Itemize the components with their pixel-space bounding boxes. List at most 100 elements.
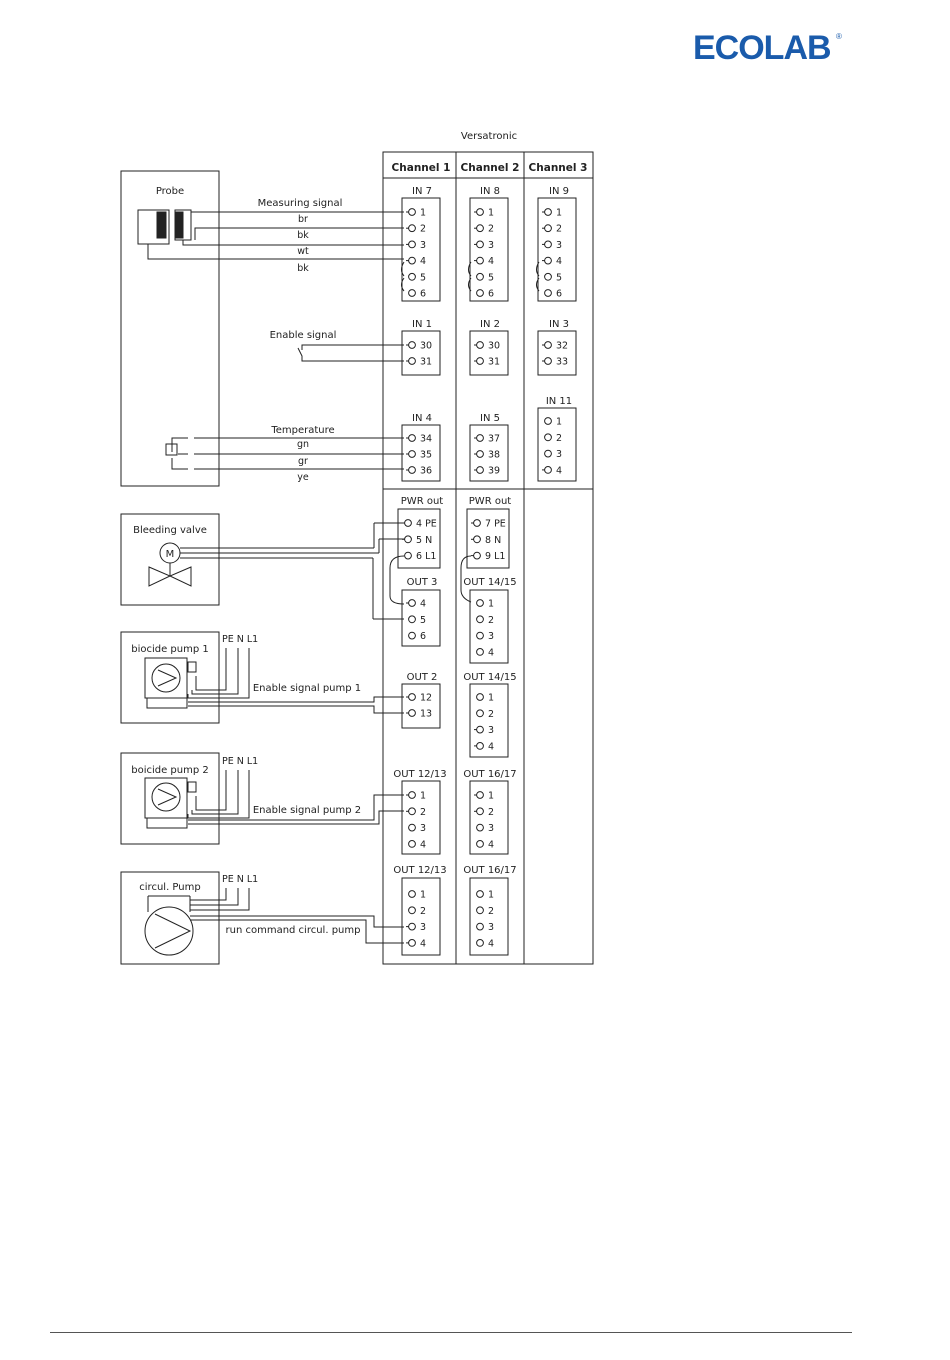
measuring-signal-label: Measuring signal	[258, 198, 343, 209]
logo-registered-mark: ®	[836, 32, 842, 41]
terminal-block-frame	[469, 589, 509, 664]
terminal-number: 1	[556, 208, 562, 219]
terminal-number: 38	[488, 450, 500, 461]
terminal-screw-icon	[476, 272, 484, 281]
terminal-number: 5	[556, 272, 562, 283]
terminal-number: 13	[420, 709, 432, 720]
channel-1-header: Channel 1	[392, 162, 451, 174]
probe-label: Probe	[156, 186, 184, 197]
terminal-screw-icon	[476, 208, 484, 216]
wire-label-gn: gn	[297, 439, 309, 450]
terminal-block-frame	[401, 877, 441, 956]
terminal-block-frame	[469, 683, 509, 758]
terminal-screw-icon	[408, 240, 416, 249]
terminal-block-frame	[466, 508, 510, 569]
terminal-number: 33	[556, 357, 568, 368]
terminal-screw-icon	[473, 551, 481, 560]
terminal-block-title: OUT 12/13	[393, 769, 446, 780]
terminal-block-title: IN 8	[480, 186, 500, 197]
terminal-screw-icon	[544, 240, 552, 249]
terminal-block-title: PWR out	[469, 496, 512, 507]
terminal-block-title: OUT 14/15	[463, 577, 516, 588]
wire-label-ye: ye	[297, 472, 309, 483]
terminal-number: 2	[420, 906, 426, 917]
terminal-screw-icon	[476, 256, 484, 265]
terminal-number: 7 PE	[485, 519, 506, 530]
terminal-number: 6	[488, 289, 494, 300]
terminal-block-title: OUT 16/17	[463, 769, 516, 780]
terminal-number: 3	[420, 922, 426, 933]
terminal-screw-icon	[544, 417, 552, 425]
temperature-sensor-icon	[165, 443, 178, 456]
terminal-screw-icon	[476, 341, 484, 349]
terminal-screw-icon	[408, 357, 416, 365]
terminal-block-frame	[469, 780, 509, 855]
terminal-number: 1	[488, 791, 494, 802]
valve-icon	[148, 566, 172, 587]
terminal-block-frame	[401, 683, 441, 729]
terminal-block-frame	[401, 780, 441, 855]
terminal-number: 1	[488, 208, 494, 219]
terminal-number: 4	[420, 839, 426, 850]
terminal-screw-icon	[408, 256, 416, 265]
terminal-block-title: IN 4	[412, 413, 432, 424]
terminal-screw-icon	[408, 840, 416, 848]
pump-2-signal-label: Enable signal pump 2	[253, 805, 361, 816]
terminal-block-frame	[537, 330, 577, 376]
temperature-label: Temperature	[270, 425, 334, 436]
terminal-screw-icon	[408, 615, 416, 624]
biocide-pump-1-box	[120, 631, 220, 724]
terminal-screw-icon	[408, 289, 416, 297]
terminal-screw-icon	[476, 742, 484, 750]
terminal-number: 2	[488, 224, 494, 235]
terminal-screw-icon	[476, 693, 484, 701]
terminal-number: 6	[420, 289, 426, 300]
terminal-number: 3	[488, 725, 494, 736]
pump-2-power-label: PE N L1	[222, 756, 258, 767]
terminal-number: 32	[556, 341, 568, 352]
terminal-screw-icon	[476, 357, 484, 365]
terminal-block-frame	[469, 197, 509, 302]
terminal-number: 4	[420, 256, 426, 267]
terminal-screw-icon	[476, 823, 484, 832]
terminal-number: 4	[488, 938, 494, 949]
terminal-number: 6	[420, 631, 426, 642]
terminal-block-title: IN 11	[546, 396, 572, 407]
terminal-number: 1	[420, 208, 426, 219]
terminal-screw-icon	[544, 256, 552, 265]
terminal-number: 3	[556, 449, 562, 460]
terminal-screw-icon	[408, 466, 416, 474]
wire-label-gr: gr	[298, 456, 308, 467]
terminal-block-title: IN 7	[412, 186, 432, 197]
terminal-screw-icon	[544, 208, 552, 216]
terminal-number: 4 PE	[416, 519, 437, 530]
enable-switch-wire-bottom	[297, 347, 404, 362]
terminal-number: 2	[420, 807, 426, 818]
terminal-screw-icon	[408, 823, 416, 832]
terminal-screw-icon	[476, 807, 484, 816]
terminal-number: 3	[488, 922, 494, 933]
terminal-screw-icon	[408, 272, 416, 281]
circulation-pump-box	[120, 871, 220, 965]
terminal-number: 37	[488, 434, 500, 445]
channel-2-header: Channel 2	[461, 162, 520, 174]
terminal-screw-icon	[476, 906, 484, 915]
footer-rule	[50, 1332, 852, 1333]
terminal-block-frame	[401, 197, 441, 302]
terminal-number: 1	[488, 599, 494, 610]
terminal-screw-icon	[408, 791, 416, 799]
terminal-screw-icon	[476, 450, 484, 458]
enable-signal-label: Enable signal	[270, 330, 337, 341]
